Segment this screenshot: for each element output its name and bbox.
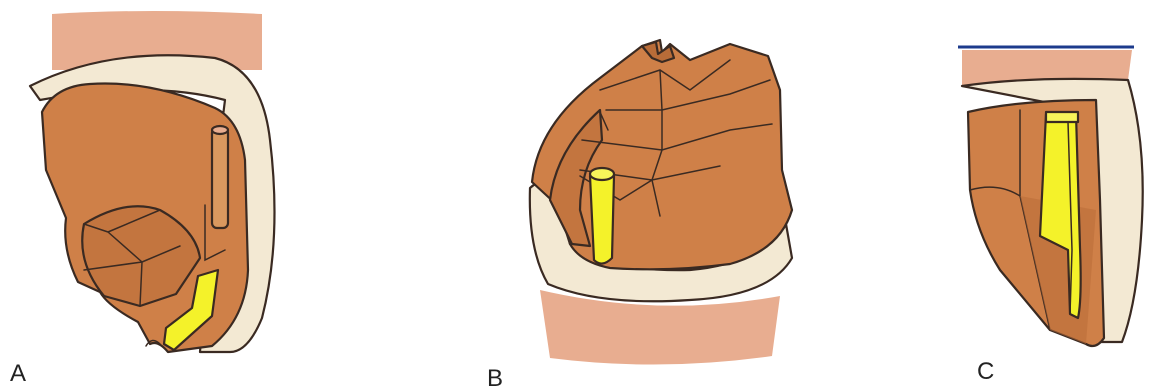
pin-post [212, 128, 228, 228]
yellow-post [590, 169, 614, 264]
panel-b: B [430, 0, 850, 391]
panel-c: C [900, 0, 1150, 391]
panel-a: A [0, 0, 330, 391]
panel-b-drawing [430, 0, 850, 391]
slot-top [1046, 112, 1078, 122]
panel-c-drawing [900, 0, 1150, 391]
pin-top [212, 126, 228, 134]
panel-label-a: A [10, 362, 26, 386]
panel-label-c: C [977, 360, 994, 384]
panel-a-drawing [0, 0, 330, 391]
panel-label-b: B [487, 367, 503, 391]
post-top [590, 168, 614, 180]
